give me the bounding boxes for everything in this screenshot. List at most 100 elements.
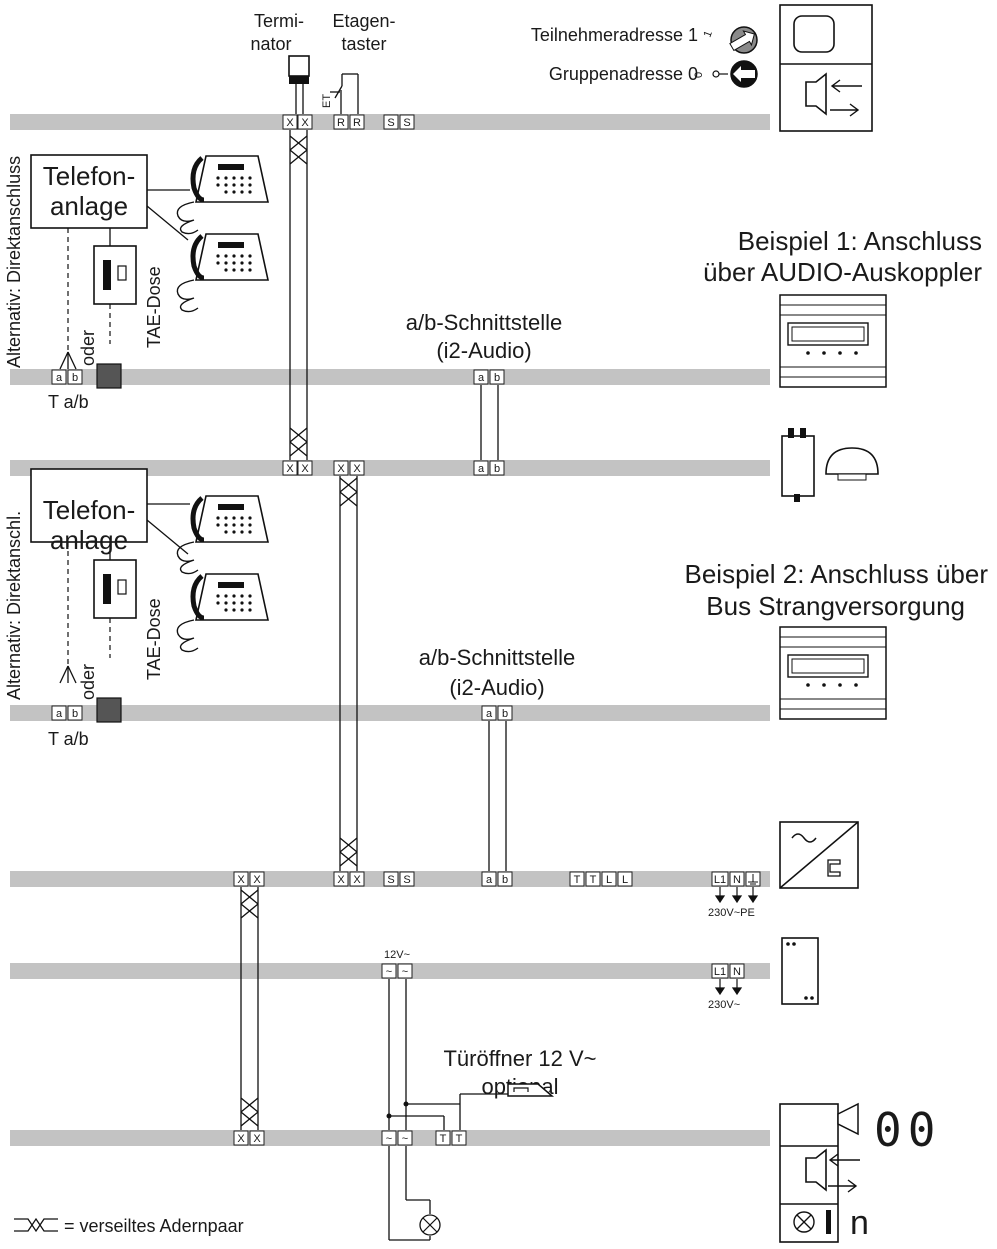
- pbx-2-label-2: anlage: [50, 525, 128, 555]
- interface-1-subtitle: (i2-Audio): [436, 338, 531, 363]
- svg-text:S: S: [403, 874, 410, 886]
- interface-1-title: a/b-Schnittstelle: [406, 310, 563, 335]
- svg-text:X: X: [237, 1133, 245, 1145]
- svg-text:S: S: [403, 117, 410, 129]
- svg-text:a: a: [478, 372, 485, 384]
- power-supply-unit-icon: [779, 821, 859, 889]
- voltage-230-pe-label: 230V~PE: [708, 907, 755, 919]
- svg-text:T: T: [574, 874, 581, 886]
- ta-b-terminal-2: a b: [51, 705, 83, 721]
- svg-text:b: b: [494, 372, 500, 384]
- ground-symbol-icon: [748, 874, 758, 885]
- svg-text:a: a: [56, 372, 63, 384]
- svg-text:L1: L1: [714, 966, 726, 978]
- ta-b-label-2: T a/b: [48, 729, 89, 749]
- svg-text:T: T: [456, 1133, 463, 1145]
- mains-arrows-230-pe-icon: [714, 887, 759, 904]
- floor-button-label-2: taster: [341, 34, 386, 54]
- group-address-digit: 0: [693, 72, 705, 78]
- address-switch-0-icon: [730, 60, 758, 88]
- svg-text:a: a: [478, 463, 485, 475]
- interface-2-terminal: a b: [481, 705, 513, 721]
- tae-socket-1-label: TAE-Dose: [144, 266, 164, 348]
- voltage-230-label: 230V~: [708, 999, 740, 1011]
- svg-text:b: b: [72, 708, 78, 720]
- floor-button-tag: ET: [321, 94, 333, 108]
- tae-socket-2-label: TAE-Dose: [144, 598, 164, 680]
- address-switch-1-icon: [729, 26, 758, 54]
- svg-text:a: a: [56, 708, 63, 720]
- phone-1b-icon: [177, 234, 268, 312]
- door-opener-icon: [507, 1083, 555, 1097]
- svg-text:X: X: [237, 874, 245, 886]
- svg-text:N: N: [733, 966, 741, 978]
- svg-text:~: ~: [402, 1133, 408, 1145]
- svg-text:X: X: [253, 874, 261, 886]
- lamp-icon: [419, 1214, 441, 1236]
- terminator-label-1: Termi-: [254, 11, 304, 31]
- tae-socket-2-icon: [93, 559, 137, 619]
- call-symbol: n: [850, 1204, 869, 1242]
- sensor-dome-icon: [825, 447, 879, 481]
- svg-text:R: R: [337, 117, 345, 129]
- indoor-station-top: [779, 4, 873, 132]
- ta-b-label-1: T a/b: [48, 392, 89, 412]
- svg-text:X: X: [353, 874, 361, 886]
- svg-text:L: L: [622, 874, 628, 886]
- twisted-pair-icon: [14, 1217, 58, 1233]
- or-label-2: oder: [78, 664, 98, 700]
- pbx-1-label-2: anlage: [50, 191, 128, 221]
- terminal-block-row1: X X R R S S: [282, 114, 415, 130]
- pbx-1: [30, 154, 148, 229]
- transformer-module-icon: [781, 937, 819, 1005]
- ta-b-terminal-1: a b: [51, 369, 83, 385]
- svg-text:X: X: [253, 1133, 261, 1145]
- phone-1a-icon: [177, 156, 268, 234]
- group-address-label: Gruppenadresse 0: [549, 64, 698, 84]
- speaker-icon: [837, 1102, 859, 1136]
- bus-module-icon: [781, 428, 815, 502]
- terminal-block-row5: X X X X S S a b T T L L L1 N: [233, 871, 761, 887]
- interface-2-title: a/b-Schnittstelle: [419, 645, 576, 670]
- bus-rail-3: [10, 460, 770, 476]
- svg-text:L1: L1: [714, 874, 726, 886]
- mains-arrows-230-icon: [714, 979, 743, 996]
- example-2-line-2: Bus Strangversorgung: [706, 591, 965, 621]
- svg-text:~: ~: [386, 1133, 392, 1145]
- svg-text:X: X: [286, 117, 294, 129]
- svg-text:a: a: [486, 708, 493, 720]
- wiring: [59, 73, 508, 1241]
- svg-text:~: ~: [402, 966, 408, 978]
- pbx-2-label-1: Telefon-: [43, 495, 136, 525]
- example-1-line-2: über AUDIO-Auskoppler: [703, 257, 982, 287]
- svg-text:~: ~: [386, 966, 392, 978]
- participant-address-label: Teilnehmeradresse 1: [531, 25, 698, 45]
- terminator-label-2: nator: [250, 34, 291, 54]
- participant-address-digit: 1: [702, 29, 715, 39]
- svg-text:S: S: [387, 117, 394, 129]
- line-supply-device: [779, 626, 887, 720]
- interface-2-subtitle: (i2-Audio): [449, 675, 544, 700]
- svg-text:X: X: [353, 463, 361, 475]
- interface-1-terminal-top: a b: [473, 369, 505, 385]
- svg-text:R: R: [353, 117, 361, 129]
- svg-text:b: b: [502, 874, 508, 886]
- phone-2a-icon: [177, 496, 268, 574]
- svg-text:X: X: [337, 874, 345, 886]
- indoor-station-bottom: [779, 1103, 860, 1243]
- terminator: [288, 55, 310, 84]
- or-label-1: oder: [78, 330, 98, 366]
- svg-text:T: T: [440, 1133, 447, 1145]
- svg-text:b: b: [502, 708, 508, 720]
- svg-text:b: b: [494, 463, 500, 475]
- voltage-12v-label: 12V~: [384, 949, 410, 961]
- legend-twisted-pair: = verseiltes Adernpaar: [64, 1216, 244, 1236]
- alt-direct-label-2: Alternativ: Direktanschl.: [4, 511, 24, 700]
- svg-text:L: L: [606, 874, 612, 886]
- tae-socket-1-icon: [93, 245, 137, 305]
- floor-button-label-1: Etagen-: [332, 11, 395, 31]
- svg-text:X: X: [286, 463, 294, 475]
- phone-2b-icon: [177, 574, 268, 652]
- bus-rail-4: [10, 705, 770, 721]
